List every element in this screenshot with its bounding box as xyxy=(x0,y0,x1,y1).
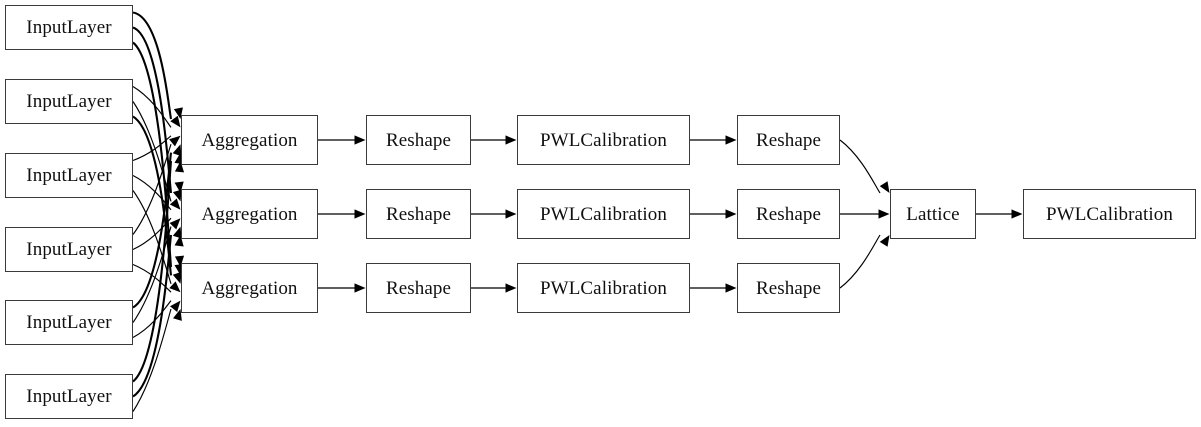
edge-input_2-to-agg_3 xyxy=(132,115,173,276)
node-label: PWLCalibration xyxy=(540,203,667,225)
edge-arrowhead xyxy=(169,218,181,230)
node-label: InputLayer xyxy=(26,91,112,112)
edge-arrowhead xyxy=(172,226,182,239)
edge-arrowhead xyxy=(505,283,517,293)
node-label: InputLayer xyxy=(26,17,112,38)
edge-arrowhead xyxy=(354,209,366,219)
node-input_3[interactable]: InputLayer xyxy=(5,153,133,198)
node-input_4[interactable]: InputLayer xyxy=(5,227,133,272)
node-agg_3[interactable]: Aggregation xyxy=(181,263,318,313)
node-label: PWLCalibration xyxy=(1046,203,1173,225)
edge-input_6-to-agg_3 xyxy=(132,308,172,412)
edge-arrowhead xyxy=(174,161,185,173)
node-label: Reshape xyxy=(385,203,452,225)
node-label: Aggregation xyxy=(201,203,298,225)
edge-input_2-to-agg_1 xyxy=(132,86,172,128)
edge-arrowhead xyxy=(725,209,737,219)
node-label: Reshape xyxy=(385,277,452,299)
edge-input_3-to-agg_2 xyxy=(132,174,172,211)
node-pwl_out[interactable]: PWLCalibration xyxy=(1023,189,1196,239)
node-reshape_a1[interactable]: Reshape xyxy=(366,115,471,165)
edge-arrowhead xyxy=(354,135,366,145)
edge-arrowhead xyxy=(354,283,366,293)
edge-arrowhead xyxy=(169,198,181,210)
node-lattice[interactable]: Lattice xyxy=(890,189,976,239)
edge-reshape_b1-to-lattice xyxy=(839,139,881,194)
edge-input_6-to-agg_1 xyxy=(132,160,173,383)
edge-arrowhead xyxy=(172,271,182,284)
node-agg_2[interactable]: Aggregation xyxy=(181,189,318,239)
edge-arrowhead xyxy=(170,300,181,313)
node-label: InputLayer xyxy=(26,386,112,407)
edge-input_3-to-agg_3 xyxy=(132,190,172,284)
edge-arrowhead xyxy=(1011,209,1023,219)
node-label: Reshape xyxy=(385,129,452,151)
edge-arrowhead xyxy=(169,135,181,147)
edge-arrowhead xyxy=(725,283,737,293)
node-pwl_3[interactable]: PWLCalibration xyxy=(517,263,690,313)
edge-arrowhead xyxy=(174,255,185,267)
node-input_2[interactable]: InputLayer xyxy=(5,79,133,124)
node-agg_1[interactable]: Aggregation xyxy=(181,115,318,165)
node-reshape_b1[interactable]: Reshape xyxy=(737,115,840,165)
node-input_1[interactable]: InputLayer xyxy=(5,5,133,50)
edge-input_4-to-agg_1 xyxy=(132,144,172,235)
edge-arrowhead xyxy=(505,135,517,145)
edge-input_6-to-agg_2 xyxy=(132,234,173,398)
edge-arrowhead xyxy=(172,189,182,202)
node-label: Aggregation xyxy=(201,129,298,151)
node-label: Lattice xyxy=(906,203,960,225)
edge-input_4-to-agg_2 xyxy=(132,217,172,251)
node-input_6[interactable]: InputLayer xyxy=(5,374,133,419)
node-label: Reshape xyxy=(755,203,822,225)
edge-input_3-to-agg_1 xyxy=(132,135,172,162)
edge-arrowhead xyxy=(725,135,737,145)
edge-arrowhead xyxy=(172,144,182,157)
node-label: Reshape xyxy=(755,277,822,299)
node-label: InputLayer xyxy=(26,165,112,186)
edge-input_4-to-agg_3 xyxy=(132,263,172,293)
node-pwl_2[interactable]: PWLCalibration xyxy=(517,189,690,239)
node-reshape_b2[interactable]: Reshape xyxy=(737,189,840,239)
node-label: Aggregation xyxy=(201,277,298,299)
edge-arrowhead xyxy=(505,209,517,219)
node-label: PWLCalibration xyxy=(540,277,667,299)
node-label: PWLCalibration xyxy=(540,129,667,151)
edge-arrowhead xyxy=(170,115,181,128)
node-input_5[interactable]: InputLayer xyxy=(5,300,133,345)
edge-arrowhead xyxy=(173,309,182,321)
node-reshape_b3[interactable]: Reshape xyxy=(737,263,840,313)
edge-reshape_b3-to-lattice xyxy=(839,234,881,289)
edge-arrowhead xyxy=(878,209,890,219)
edge-arrowhead xyxy=(174,181,184,193)
node-label: InputLayer xyxy=(26,312,112,333)
node-reshape_a2[interactable]: Reshape xyxy=(366,189,471,239)
node-pwl_1[interactable]: PWLCalibration xyxy=(517,115,690,165)
node-label: Reshape xyxy=(755,129,822,151)
edge-input_5-to-agg_2 xyxy=(132,226,172,323)
node-reshape_a3[interactable]: Reshape xyxy=(366,263,471,313)
edge-arrowhead xyxy=(879,181,890,193)
edge-arrowhead xyxy=(174,235,184,247)
edge-arrowhead xyxy=(169,281,181,293)
edge-arrowhead xyxy=(879,235,890,247)
edge-arrowhead xyxy=(173,107,183,119)
node-label: InputLayer xyxy=(26,239,112,260)
edge-input_1-to-agg_1 xyxy=(132,11,173,120)
edge-input_5-to-agg_3 xyxy=(132,300,172,339)
